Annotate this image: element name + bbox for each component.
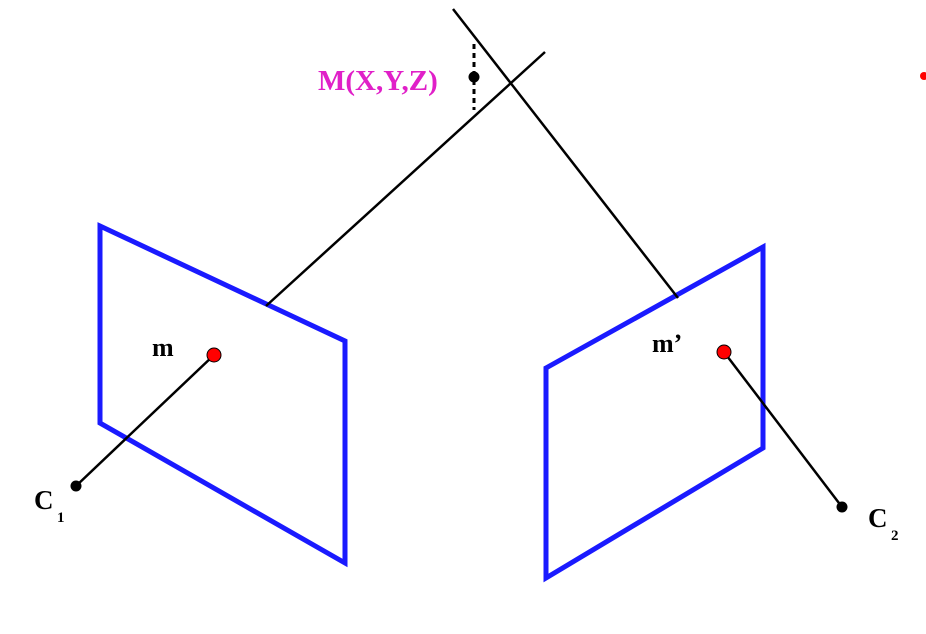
image-point-left-marker — [206, 347, 222, 363]
left-projection-ray — [265, 51, 546, 307]
camera-right-subscript: 2 — [891, 528, 899, 544]
camera-left-marker — [70, 480, 82, 492]
right-projection-ray — [452, 8, 679, 299]
camera-right-marker — [836, 501, 848, 513]
camera-right-ray — [723, 351, 843, 508]
point-3d-marker — [468, 71, 480, 83]
image-point-left-label: m — [152, 333, 174, 362]
image-point-right-marker — [716, 344, 732, 360]
point-3d-label: M(X,Y,Z) — [318, 65, 438, 97]
camera-left-label: C — [34, 485, 54, 515]
left-image-plane — [97, 222, 348, 568]
image-point-right-label: m’ — [652, 329, 682, 358]
camera-left-subscript: 1 — [57, 510, 65, 526]
camera-right-label: C — [868, 503, 888, 533]
edge-red-dot — [920, 72, 926, 80]
camera-left-ray — [75, 354, 215, 487]
right-image-plane — [543, 242, 766, 583]
